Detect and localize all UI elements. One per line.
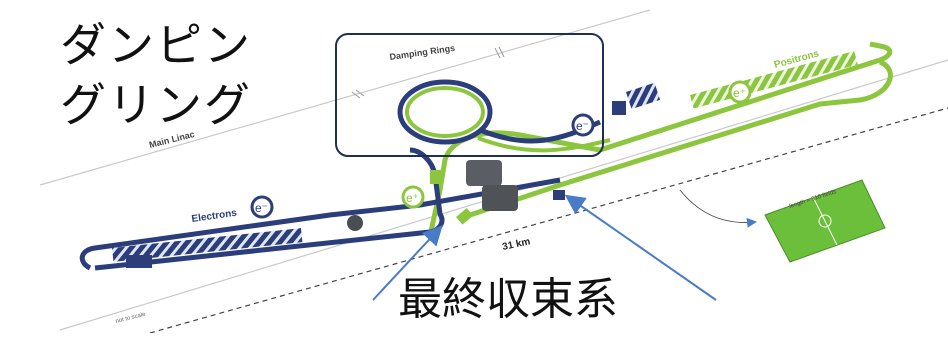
undulator-block [626,82,661,110]
tunnel-break-mark-2 [355,89,365,97]
scale-dashed-line [149,107,948,334]
positron-small-block [553,190,565,200]
field-midline [812,196,838,246]
positron-return-line [469,59,893,218]
electron-symbol-left [250,195,274,219]
tunnel-break-mark-4 [498,46,505,58]
beam-dump [347,215,363,231]
rf-block [612,101,626,115]
electron-linac [112,228,303,262]
final-focus-arrow-left [372,225,443,301]
electron-symbol-left-text: e⁻ [255,201,268,215]
detector-lower [482,185,518,211]
electron-symbol-ring [571,113,595,137]
tunnel-break-mark-3 [494,47,501,59]
damping-rings-label: Damping Rings [389,43,456,62]
detector-tail [456,208,474,225]
final-focus-label: 最終収束系 [398,274,618,325]
green-source-block [430,170,442,184]
damping-ring-connector-green [477,136,611,153]
heading-line-1: ダンピン [60,18,252,72]
positron-beamline [427,41,893,237]
field-curved-arrow [679,189,757,228]
scale-note: not to scale [115,312,147,325]
electron-symbol-ring-text: e⁻ [576,119,589,133]
field-center-circle [818,214,832,228]
damping-ring-outer [397,79,493,145]
electron-beamline [79,177,561,271]
heading-line-2: グリング [60,78,252,132]
electrons-label: Electrons [191,208,238,225]
tunnel-upper-line [39,9,651,186]
positron-symbol-left [401,185,425,209]
final-focus-arrow-right [564,194,717,301]
damping-ring-inner [405,86,485,138]
positron-symbol-left-text: e⁺ [406,191,419,205]
electron-source-block [126,255,152,268]
detector-upper [466,160,502,186]
tunnel-break-mark-1 [351,91,361,99]
length-label: 31 km [501,236,531,253]
positron-symbol-right [728,80,752,104]
positron-symbol-right-text: e⁺ [733,86,746,100]
damping-rings-box [335,33,604,157]
